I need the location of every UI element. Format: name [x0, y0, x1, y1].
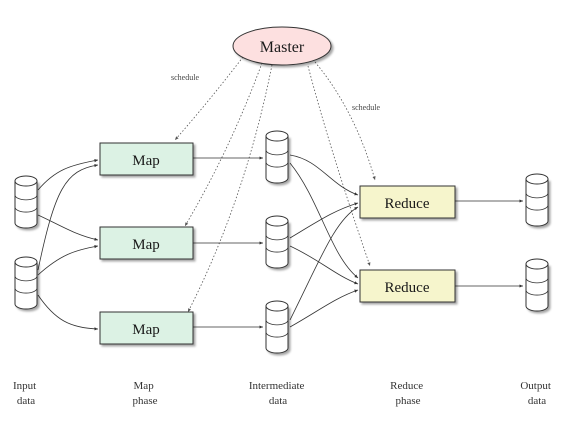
map-label: Map: [132, 322, 160, 338]
schedule-line-map2: [184, 62, 263, 227]
intermediate-to-reduce-arrows: [289, 154, 359, 328]
map-label: Map: [132, 153, 160, 169]
map-to-intermediate-arrows: [193, 156, 263, 329]
map-box: [99, 142, 194, 176]
input-db-1-cylinder-icon: [14, 175, 38, 229]
schedule-line-reduce1: [314, 61, 376, 181]
map-phase-label: Map phase: [132, 380, 157, 407]
master-node: Master: [232, 26, 332, 66]
reduce-node-2: Reduce: [359, 269, 456, 303]
intermediate-db-1-cylinder-icon: [265, 130, 289, 184]
schedule-label-left: schedule: [171, 73, 199, 82]
output-db-2-cylinder-icon: [525, 258, 549, 312]
schedule-label-right: schedule: [352, 103, 380, 112]
schedule-line-map3: [187, 64, 273, 313]
map-box: [99, 311, 194, 345]
reduce-box: [359, 269, 456, 303]
reduce-node-1: Reduce: [359, 185, 456, 219]
reduce-label: Reduce: [385, 280, 430, 296]
schedule-line-map1: [174, 56, 244, 141]
schedule-lines: [174, 56, 376, 313]
reduce-box: [359, 185, 456, 219]
map-node-1: Map: [99, 142, 194, 176]
schedule-line-reduce2: [307, 65, 371, 267]
master-ellipse: [232, 26, 332, 66]
intermediate-db-2-cylinder-icon: [265, 215, 289, 269]
intermediate-db-3-cylinder-icon: [265, 300, 289, 354]
input-db-2-cylinder-icon: [14, 256, 38, 310]
input-to-map-arrows: [37, 159, 99, 331]
output-data-label: Output data: [520, 380, 553, 407]
reduce-to-output-arrows: [455, 199, 523, 288]
stage-labels: Input data Map phase Intermediate data R…: [13, 380, 553, 407]
output-db-1-cylinder-icon: [525, 173, 549, 227]
map-node-3: Map: [99, 311, 194, 345]
intermediate-data-label: Intermediate data: [249, 380, 307, 407]
reduce-label: Reduce: [385, 196, 430, 212]
map-label: Map: [132, 237, 160, 253]
reduce-phase-label: Reduce phase: [390, 380, 426, 407]
input-data-label: Input data: [13, 380, 39, 407]
data-stores: [14, 130, 549, 354]
map-box: [99, 226, 194, 260]
master-label: Master: [260, 39, 305, 56]
map-node-2: Map: [99, 226, 194, 260]
